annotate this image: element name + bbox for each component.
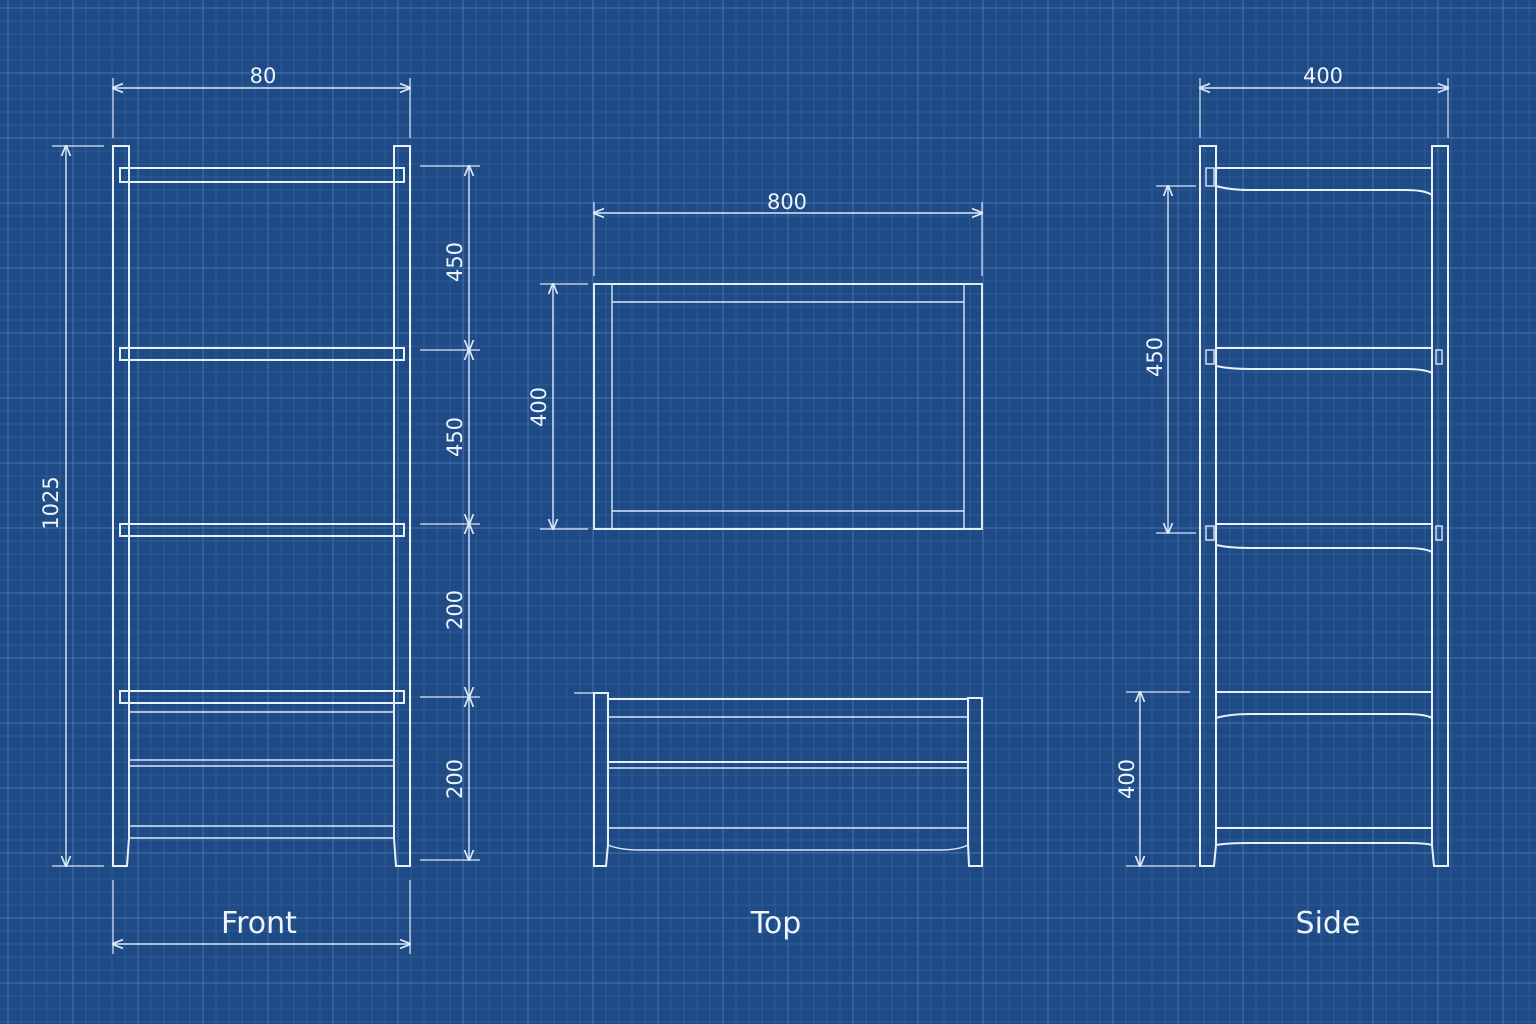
top-plan-right-post — [963, 283, 983, 530]
side-width-dim: 400 — [1303, 64, 1343, 88]
side-shelf-3-peg-left — [1205, 525, 1215, 541]
side-shelf-3-peg-right — [1435, 525, 1443, 541]
front-shelf-2 — [119, 347, 405, 361]
side-lower-dim: 400 — [1115, 759, 1139, 799]
front-spacing-dim-4: 200 — [443, 759, 467, 799]
side-shelf-2-peg-right — [1435, 349, 1443, 365]
front-shelf-4 — [119, 690, 405, 704]
top-lower-left-post — [593, 692, 609, 867]
side-upper-dim: 450 — [1143, 337, 1167, 377]
side-left-post — [1199, 145, 1217, 867]
front-spacing-dim-2: 450 — [443, 417, 467, 457]
front-width-dim: 80 — [250, 64, 277, 88]
front-shelf-1 — [119, 167, 405, 183]
front-right-post — [393, 145, 411, 867]
front-spacing-dim-1: 450 — [443, 242, 467, 282]
side-shelf-2-peg-left — [1205, 349, 1215, 365]
top-depth-dim: 400 — [527, 387, 551, 427]
side-bottom-rail — [1215, 827, 1433, 846]
front-spacing-dim-3: 200 — [443, 590, 467, 630]
top-lower-right-post — [967, 697, 983, 867]
top-lower-apron — [607, 844, 969, 851]
side-shelf-3 — [1215, 523, 1433, 553]
front-left-post — [112, 145, 130, 867]
side-shelf-4 — [1215, 691, 1433, 719]
side-shelf-1-peg — [1205, 167, 1215, 187]
side-right-post — [1431, 145, 1449, 867]
top-plan-left-post — [593, 283, 613, 530]
front-view-label: Front — [221, 906, 297, 941]
side-view: 400 450 400 Side — [1115, 64, 1448, 941]
side-shelf-1 — [1215, 167, 1433, 196]
front-height-dim: 1025 — [39, 476, 63, 529]
top-view: 800 400 Top — [527, 190, 982, 941]
side-shelf-2 — [1215, 347, 1433, 374]
front-view: 80 1025 450 450 200 200 Front — [39, 64, 480, 954]
top-view-label: Top — [750, 906, 802, 941]
top-width-dim: 800 — [767, 190, 807, 214]
front-shelf-3 — [119, 523, 405, 537]
side-view-label: Side — [1296, 906, 1361, 941]
